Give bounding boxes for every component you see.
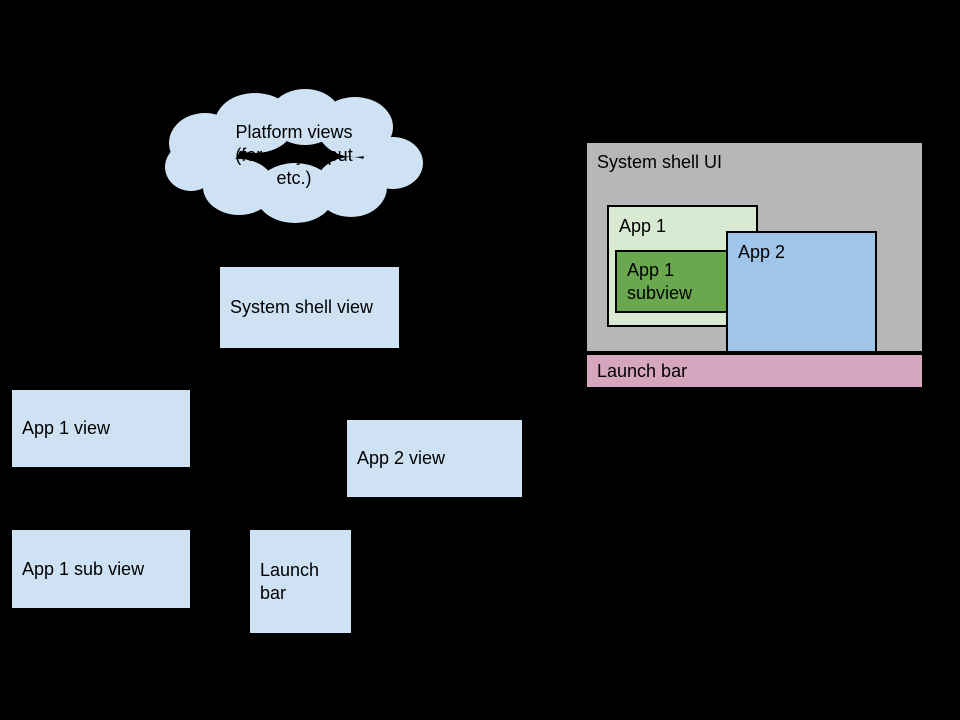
system-shell-view-label: System shell view [230,297,374,317]
app1-sub-view-box: App 1 sub view [12,530,190,608]
platform-views-label: Platform views (for a11y, input etc.) [235,121,353,188]
platform-views-cloud: Platform views (for a11y, input etc.) [163,85,425,225]
app2-view-box: App 2 view [347,420,522,497]
shell-app2-window: App 2 [726,231,877,353]
system-shell-ui-label: System shell UI [597,152,723,172]
shell-app1-subview-window: App 1 subview [615,250,735,313]
shell-launch-bar: Launch bar [585,353,924,389]
shell-launch-bar-label: Launch bar [597,360,688,381]
launch-bar-view-box: Launch bar [250,530,351,633]
app2-view-label: App 2 view [357,448,446,468]
launch-bar-view-label: Launch bar [260,559,320,603]
shell-app1-subview-label: App 1 subview [627,259,693,303]
app1-view-box: App 1 view [12,390,190,467]
app1-view-label: App 1 view [22,418,111,438]
shell-app2-label: App 2 [738,242,786,262]
app1-sub-view-label: App 1 sub view [22,558,145,579]
cloud-shape-icon [163,87,425,225]
shell-app1-label: App 1 [619,216,667,236]
system-shell-view-box: System shell view [220,267,399,348]
